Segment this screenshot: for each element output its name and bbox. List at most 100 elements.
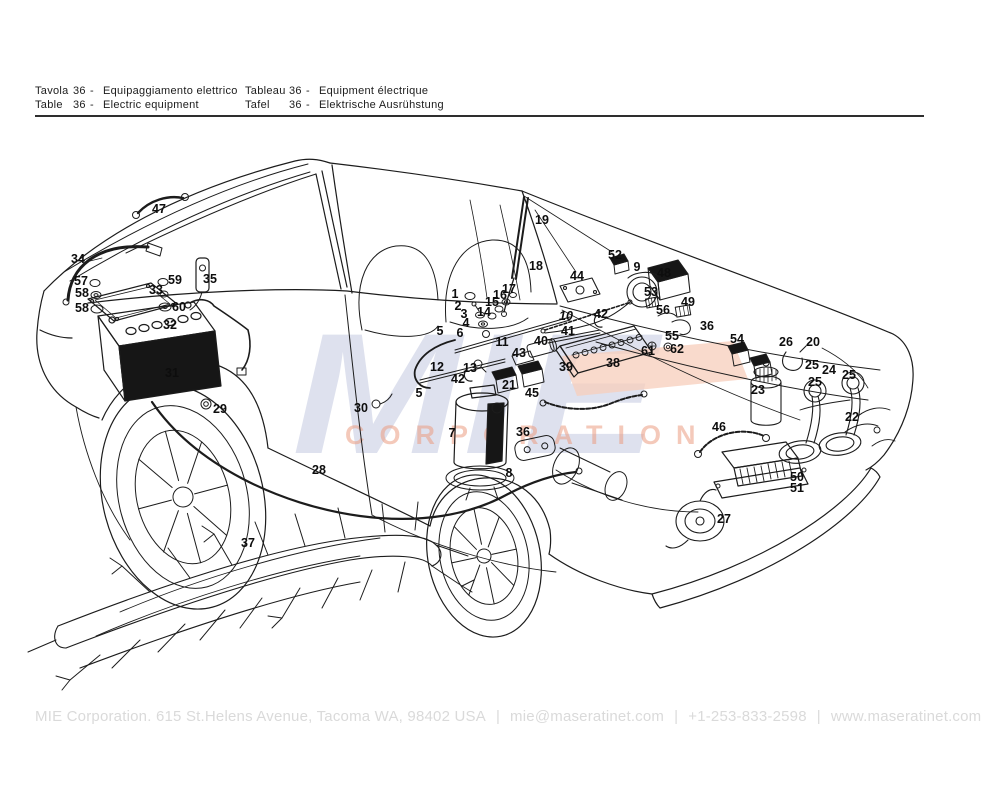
footer-divider: | [495,708,501,725]
rear-wheel [99,384,267,610]
tail-outline [36,290,100,419]
box-43 [511,350,535,366]
dash: - [90,99,94,111]
rod-11 [454,316,571,354]
cable-28-lug [575,467,583,475]
fusebox [555,325,653,378]
wiper-motor [544,271,659,334]
table-number: 36 [289,85,302,97]
wiper-blade [511,196,529,280]
battery-tray-plate [87,282,178,322]
relays-21 [491,360,545,394]
ignition-coil [750,359,782,426]
bracket-56 [657,312,677,317]
side-marker [873,426,881,434]
table-title-de: Elektrische Ausrühstung [319,99,444,111]
front-wheel-arch [429,477,552,555]
relay-52 [609,253,630,275]
a-pillar [331,164,353,294]
trumpet-horns [778,371,865,464]
seat-right [444,239,532,329]
washer-bottle [453,384,509,470]
table-word-de: Tafel [245,99,270,111]
fastener-cluster [464,292,517,338]
hood-shutline [559,305,881,401]
table-number: 36 [73,85,86,97]
roofline [43,158,331,292]
dash: - [306,99,310,111]
table-title-fr: Equipment électrique [319,85,429,97]
grommet-29 [200,398,212,410]
table-word-it: Tavola [35,85,69,97]
side-glass-top [125,173,317,254]
cable-47-end [181,193,189,201]
voltage-regulator [713,441,809,499]
battery [97,298,251,402]
control-box-48 [647,259,691,301]
dash: - [306,85,310,97]
cable-46 [699,430,765,453]
nose-outline [865,333,914,471]
horn-disc [665,488,725,549]
bottle-clamp [445,465,515,501]
table-number: 36 [73,99,86,111]
footer-phone: +1-253-833-2598 [688,708,807,725]
washer-stack-left [89,279,104,314]
grommet-30 [371,399,381,409]
cable-47-end [132,211,140,219]
windshield-curvature [469,199,521,301]
connector-53 [644,296,660,309]
watermark-fragment [562,341,748,396]
front-wheel [426,474,542,638]
cable-34-connector [145,242,163,257]
inner-arch-front [555,469,699,513]
footer-divider: | [816,708,821,725]
table-word-en: Table [35,99,63,111]
grommet-29 [203,401,209,407]
footer-divider: | [674,708,679,725]
cable-47 [136,196,185,215]
cable-34-end [62,298,70,306]
tail-detail [39,329,73,339]
table-word-fr: Tableau [245,85,286,97]
b-pillar [315,170,348,290]
rear-lower-line [75,406,131,541]
cable-28 [150,400,578,520]
table-title-it: Equipaggiamento elettrico [103,85,238,97]
clamp-26 [781,345,807,371]
wiring-harness [27,501,475,691]
connector-49 [674,304,692,318]
door-shutline [344,294,373,516]
rod-41 [547,329,601,344]
header-left-column: Tavola 36-Equipaggiamento elettrico Table… [35,84,238,112]
header-rule [35,115,924,117]
starter-motor [552,447,628,501]
cable-10 [544,302,629,331]
grommet-30-tail [379,393,393,405]
cable-45 [544,394,643,410]
front-valance [548,553,653,595]
fender-top-line [521,190,894,335]
hose-5 [413,339,456,389]
clip-42a [463,369,473,382]
watermark-corporation: CORPORATION [345,420,711,450]
footer-address: MIE Corporation. 615 St.Helens Avenue, T… [35,708,486,725]
wiper-arm [503,277,515,313]
washer-stack-right [157,278,172,312]
screw-62 [663,342,673,352]
leader-lines [85,195,869,389]
door-switch [189,257,210,311]
sill-shadow [371,514,557,573]
seat-left [358,245,439,337]
page-footer: MIE Corporation. 615 St.Helens Avenue, T… [35,708,981,725]
relays-54 [727,341,773,379]
rod-12 [419,358,506,384]
bracket-55 [671,319,691,335]
